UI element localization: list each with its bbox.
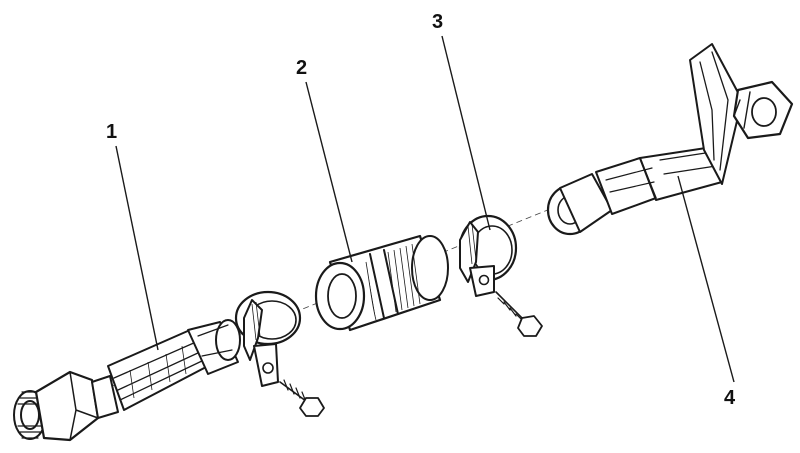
callout-label-3: 3: [432, 11, 443, 33]
callout-4: 4: [677, 175, 736, 409]
clamp-bolt-head: [299, 397, 325, 417]
callout-label-1: 1: [106, 121, 117, 143]
part-4-bent-tube: [546, 43, 794, 236]
callout-leader-3: [441, 35, 491, 231]
callout-leader-1: [115, 145, 159, 351]
callout-3: 3: [432, 11, 491, 231]
callout-label-4: 4: [724, 387, 736, 409]
callout-2: 2: [296, 57, 353, 263]
part-1-hose-end-fitting: [13, 319, 241, 442]
callout-label-2: 2: [296, 57, 307, 79]
part-2-sleeve: [314, 234, 449, 332]
callout-leader-4: [677, 175, 735, 383]
hex-nut: [34, 370, 100, 442]
clamp-bolt-head: [517, 315, 543, 337]
union-nut: [732, 80, 794, 140]
hose-clamp-left: [234, 290, 325, 417]
hose-clamp-right: [458, 214, 543, 337]
callout-1: 1: [106, 121, 159, 351]
callout-leader-2: [305, 81, 353, 263]
